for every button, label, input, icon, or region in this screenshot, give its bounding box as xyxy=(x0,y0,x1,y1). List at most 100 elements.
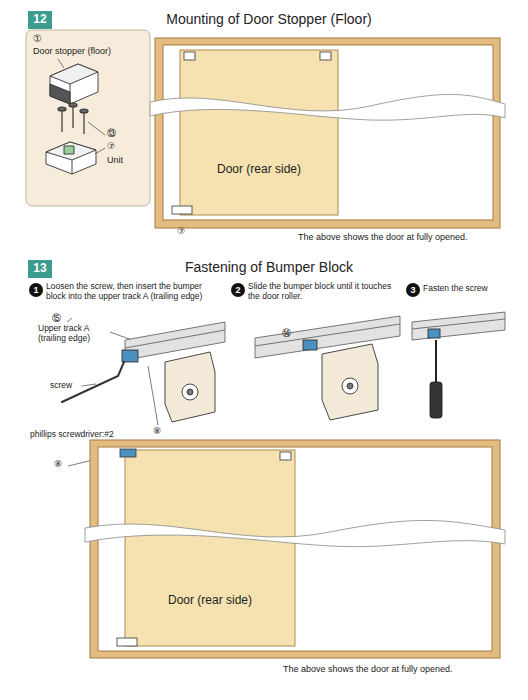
door-panel xyxy=(184,52,195,60)
detail-inset xyxy=(26,30,150,206)
step-number: 1 xyxy=(29,283,43,297)
door-panel xyxy=(180,50,338,215)
section-badge: 13 xyxy=(28,260,52,278)
door-panel xyxy=(117,638,137,646)
door-roller xyxy=(187,389,193,395)
bumper-block xyxy=(303,340,317,350)
stopper-unit xyxy=(46,142,96,160)
door-roller xyxy=(342,378,358,394)
leader-lines xyxy=(95,148,105,154)
bumper-block xyxy=(122,329,440,362)
screws xyxy=(80,109,88,113)
door-label: Door (rear side) xyxy=(217,163,301,177)
bumper-block xyxy=(122,350,138,362)
callout-number: ⑧ xyxy=(54,459,68,469)
door-panel xyxy=(120,449,136,457)
node-text: 12 xyxy=(33,13,46,27)
cabinet-frame xyxy=(155,38,500,228)
callout-number: ⑧ xyxy=(153,426,167,436)
door-panel xyxy=(172,206,192,214)
part-name: Upper track A (trailing edge) xyxy=(38,324,110,344)
upper-track xyxy=(255,324,400,346)
leader-lines xyxy=(67,318,72,322)
instruction-step: Slide the bumper block until it touches … xyxy=(248,282,398,302)
door-roller xyxy=(165,352,215,422)
break-wave xyxy=(150,94,505,120)
door-roller xyxy=(165,344,378,422)
screwdriver xyxy=(430,340,442,418)
door-panel xyxy=(320,52,331,60)
break-wave xyxy=(150,94,505,120)
leader-lines xyxy=(110,332,132,340)
cabinet-frame xyxy=(155,38,500,228)
upper-track xyxy=(412,312,505,340)
note: The above shows the door at fully opened… xyxy=(298,232,503,242)
cabinet-frame xyxy=(98,447,492,651)
section-title: Fastening of Bumper Block xyxy=(134,259,404,275)
leader-lines xyxy=(148,366,158,425)
callout-number: ⑦ xyxy=(107,141,121,151)
upper-track xyxy=(255,316,400,358)
screwdriver xyxy=(430,382,442,418)
screws xyxy=(61,110,62,132)
screws xyxy=(58,107,66,111)
door-roller xyxy=(182,384,198,400)
door-panel xyxy=(125,450,295,646)
bumper-block xyxy=(428,329,440,338)
door-label: Door (rear side) xyxy=(168,594,252,608)
door-panel: Door (rear side) xyxy=(125,450,295,646)
screws xyxy=(69,103,77,107)
cabinet-frame xyxy=(163,45,493,220)
node-text: 13 xyxy=(33,262,46,276)
detail-inset xyxy=(26,30,150,206)
stopper-unit xyxy=(72,160,73,174)
leader-lines xyxy=(82,384,96,386)
door-stopper-part xyxy=(50,64,98,104)
leader-lines xyxy=(88,122,105,135)
door-stopper-part xyxy=(50,84,70,104)
door-panel xyxy=(172,50,338,215)
screws xyxy=(72,106,73,128)
tool-name: phillips screwdriver:#2 xyxy=(30,430,150,440)
note: The above shows the door at fully opened… xyxy=(283,664,498,674)
section-title: Mounting of Door Stopper (Floor) xyxy=(134,11,404,27)
stopper-unit xyxy=(46,142,96,174)
door-roller xyxy=(347,383,353,389)
cabinet-frame xyxy=(90,440,500,658)
part-name: Unit xyxy=(107,155,147,165)
section-badge: 12 xyxy=(28,11,52,29)
door-panel: Door (rear side) xyxy=(180,50,338,215)
break-wave xyxy=(85,520,505,546)
screws xyxy=(58,103,88,134)
callout-number: ⑮ xyxy=(52,313,66,323)
cabinet-frame xyxy=(90,440,500,658)
node-text: 1 xyxy=(33,285,38,295)
node-text: 2 xyxy=(235,285,240,295)
step-number: 3 xyxy=(406,283,420,297)
door-roller xyxy=(322,344,378,420)
instruction-step: Loosen the screw, then insert the bumper… xyxy=(46,282,222,302)
door-stopper-part xyxy=(50,64,98,84)
screwdriver xyxy=(435,340,437,382)
screws xyxy=(83,112,84,134)
callout-number: ① xyxy=(33,33,47,45)
callout-number: ⑬ xyxy=(107,128,121,138)
stopper-unit xyxy=(46,142,96,174)
door-panel xyxy=(117,449,295,646)
leader-lines xyxy=(58,59,64,68)
door-stopper-part xyxy=(50,64,98,104)
callout-number: ⑦ xyxy=(177,226,191,236)
upper-track xyxy=(412,319,505,329)
upper-track xyxy=(125,312,505,360)
node-text: 3 xyxy=(410,285,415,295)
callout-number: ⑭ xyxy=(282,328,296,338)
stopper-unit xyxy=(64,146,74,154)
instruction-step: Fasten the screw xyxy=(423,284,523,294)
step-number: 2 xyxy=(231,283,245,297)
part-name: Door stopper (floor) xyxy=(33,46,145,56)
door-panel xyxy=(280,452,291,460)
part-name: screw xyxy=(50,381,84,391)
